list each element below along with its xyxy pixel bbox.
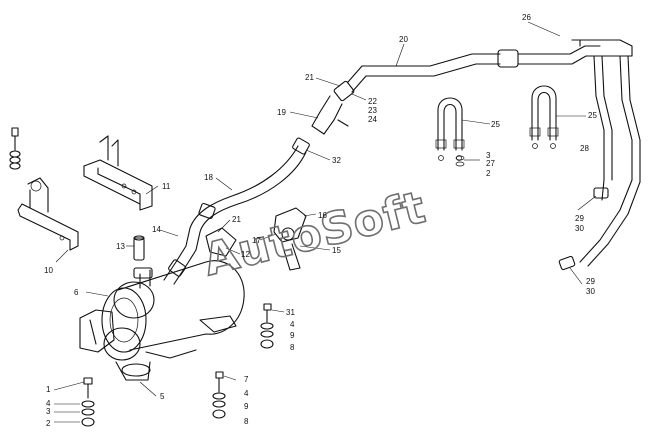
- callout-29-upper: 29: [575, 214, 584, 223]
- clamp-assembly: [79, 281, 237, 381]
- callout-25-right: 25: [588, 111, 597, 120]
- center-clamp: [205, 207, 307, 271]
- callout-9-bottom: 9: [244, 402, 249, 411]
- callout-1: 1: [46, 385, 51, 394]
- callout-7: 7: [244, 375, 249, 384]
- callout-14: 14: [152, 225, 161, 234]
- leader-lines: [53, 21, 597, 423]
- callout-15: 15: [332, 246, 341, 255]
- callout-10: 10: [44, 266, 53, 275]
- main-pipe: [347, 39, 633, 93]
- callout-5: 5: [160, 392, 165, 401]
- callout-30-lower: 30: [586, 287, 595, 296]
- callout-28: 28: [580, 144, 589, 153]
- callout-9-right: 9: [290, 331, 295, 340]
- silencer: [101, 260, 245, 353]
- callout-18: 18: [204, 173, 213, 182]
- callout-3: 3: [486, 151, 491, 160]
- callout-21-lower: 21: [232, 215, 241, 224]
- callout-27: 27: [486, 159, 495, 168]
- callout-19: 19: [277, 108, 286, 117]
- callout-26: 26: [522, 13, 531, 22]
- coupling-assembly: [311, 80, 355, 135]
- callout-3-left: 3: [46, 407, 51, 416]
- flexible-hose: [163, 137, 310, 285]
- bolt-stack-right: [260, 303, 274, 349]
- bolt-stack-bottom-middle: [212, 371, 226, 419]
- callout-29-lower: 29: [586, 277, 595, 286]
- bolt-stack-bottom-left: [81, 377, 95, 427]
- callout-24: 24: [368, 115, 377, 124]
- watermark-text: AutoSoft: [199, 182, 431, 286]
- callout-22: 22: [368, 97, 377, 106]
- callout-11: 11: [162, 182, 171, 191]
- callout-12: 12: [241, 250, 250, 259]
- callout-4-bottom: 4: [244, 389, 249, 398]
- callout-32: 32: [332, 156, 341, 165]
- pipe-stub-13: [133, 235, 145, 261]
- callout-6-left: 6: [74, 288, 79, 297]
- callout-8-right: 8: [290, 343, 295, 352]
- callout-25-left: 25: [491, 120, 500, 129]
- hose-25-left: [435, 97, 465, 161]
- callout-17: 17: [252, 236, 261, 245]
- callout-4-right: 4: [290, 320, 295, 329]
- callout-20: 20: [399, 35, 408, 44]
- callout-13: 13: [116, 242, 125, 251]
- callout-16: 16: [318, 211, 327, 220]
- callout-labels: 26 20 21 22 23 24 19 32 25 3 27 2 25 28 …: [44, 13, 597, 428]
- callout-2-left: 2: [46, 419, 51, 428]
- pipe-28: [558, 55, 641, 271]
- callout-23: 23: [368, 106, 377, 115]
- callout-31: 31: [286, 308, 295, 317]
- bracket-11: [83, 135, 153, 211]
- callout-30-upper: 30: [575, 224, 584, 233]
- callout-4-left: 4: [46, 399, 51, 408]
- bolt-stack-hose: [455, 155, 465, 167]
- callout-8-bottom: 8: [244, 417, 249, 426]
- bolt-stack-top-left: [9, 127, 21, 170]
- bracket-10: [17, 177, 79, 251]
- callout-21: 21: [305, 73, 314, 82]
- callout-2: 2: [486, 169, 491, 178]
- hose-25-right: [529, 85, 559, 149]
